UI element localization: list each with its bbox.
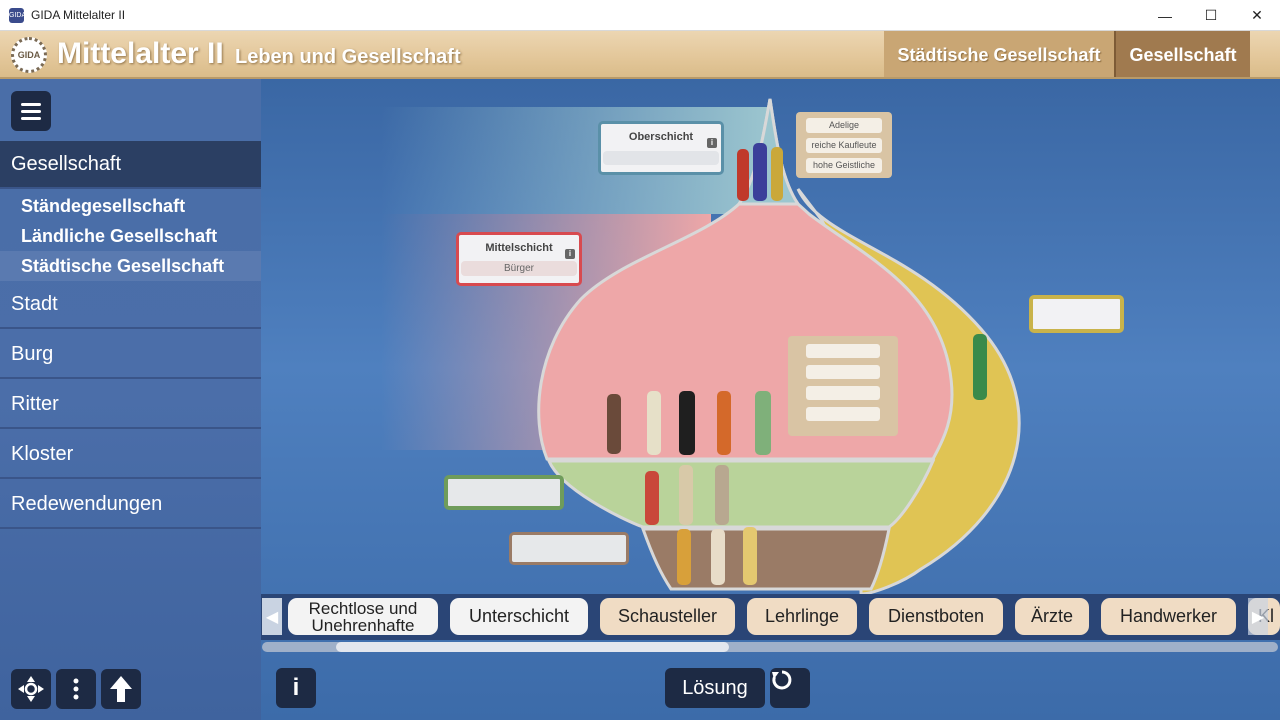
sidebar-item-kloster[interactable]: Kloster: [0, 431, 261, 479]
menu-bar-icon: [21, 116, 41, 120]
lower-drop-field[interactable]: [444, 475, 564, 510]
outcast-base: [640, 527, 891, 591]
diagram-stage: Oberschicht i Adelige reiche Kaufleute h…: [261, 79, 1280, 720]
arrow-up-icon-glyph: [110, 676, 132, 702]
middle-class-scroll: [788, 336, 898, 436]
maximize-icon[interactable]: ☐: [1204, 7, 1218, 23]
chip-lehrlinge[interactable]: Lehrlinge: [747, 598, 857, 635]
close-icon[interactable]: ✕: [1251, 7, 1263, 23]
figure-side: [973, 334, 987, 400]
sidebar-item-redewendungen[interactable]: Redewendungen: [0, 481, 261, 529]
sidebar-item-ritter[interactable]: Ritter: [0, 381, 261, 429]
reset-button[interactable]: [770, 668, 810, 708]
tag-reiche-kaufleute: reiche Kaufleute: [806, 138, 882, 153]
move-icon[interactable]: [11, 669, 51, 709]
society-onion-diagram: [381, 98, 1021, 594]
sidebar-subitem-staedtische-gesellschaft[interactable]: Städtische Gesellschaft: [0, 251, 261, 281]
upper-class-drop-slot[interactable]: [603, 151, 719, 165]
chip-scrollbar-track[interactable]: [262, 642, 1278, 652]
hamburger-menu-button[interactable]: [11, 91, 51, 131]
upper-class-label-card: Oberschicht i: [598, 121, 724, 175]
chip-schausteller[interactable]: Schausteller: [600, 598, 735, 635]
menu-bar-icon: [21, 102, 41, 106]
chip-handwerker[interactable]: Handwerker: [1101, 598, 1236, 635]
middle-class-label-card: Mittelschicht i Bürger: [456, 232, 582, 286]
menu-bar-icon: [21, 109, 41, 113]
figures-upper: [737, 143, 783, 201]
info-icon[interactable]: i: [565, 249, 575, 259]
chip-scroll-left-icon[interactable]: ◀: [262, 598, 282, 635]
chip-rechtlose-unehrenhafte[interactable]: Rechtlose und Unehrenhafte: [288, 598, 438, 635]
middle-slot[interactable]: [806, 407, 880, 421]
base-drop-field[interactable]: [509, 532, 629, 565]
tag-adelige: Adelige: [806, 118, 882, 133]
chip-bar: ◀ Rechtlose und Unehrenhafte Unterschich…: [261, 594, 1280, 640]
window-title: GIDA Mittelalter II: [31, 8, 126, 22]
move-icon-glyph: [18, 676, 44, 702]
breadcrumb-gesellschaft[interactable]: Gesellschaft: [1114, 31, 1250, 79]
app-header: GIDA Mittelalter II Leben und Gesellscha…: [0, 31, 1280, 79]
app-title: Mittelalter II: [57, 37, 224, 70]
breadcrumb-staedtische-gesellschaft[interactable]: Städtische Gesellschaft: [884, 31, 1114, 79]
app-subtitle: Leben und Gesellschaft: [235, 46, 461, 68]
arrow-up-icon[interactable]: [101, 669, 141, 709]
sidebar-item-gesellschaft[interactable]: Gesellschaft: [0, 141, 261, 189]
more-icon[interactable]: [56, 669, 96, 709]
minimize-icon[interactable]: —: [1158, 7, 1172, 24]
gida-logo: GIDA: [11, 37, 47, 73]
middle-slot[interactable]: [806, 386, 880, 400]
solution-button[interactable]: Lösung: [665, 668, 765, 708]
side-drop-field[interactable]: [1029, 295, 1124, 333]
figures-middle: [607, 391, 771, 455]
chip-scroll-right-icon[interactable]: ▶: [1248, 598, 1268, 635]
tag-hohe-geistliche: hohe Geistliche: [806, 158, 882, 173]
middle-slot[interactable]: [806, 344, 880, 358]
more-icon-glyph: [73, 678, 79, 700]
sidebar-subitem-laendliche-gesellschaft[interactable]: Ländliche Gesellschaft: [21, 225, 218, 246]
sidebar-item-stadt[interactable]: Stadt: [0, 281, 261, 329]
middle-slot[interactable]: [806, 365, 880, 379]
sidebar-subitem-staendegesellschaft[interactable]: Ständegesellschaft: [21, 195, 186, 216]
upper-class-title: Oberschicht: [628, 131, 694, 143]
reset-icon: [772, 670, 792, 690]
chip-aerzte[interactable]: Ärzte: [1015, 598, 1089, 635]
middle-class-title: Mittelschicht: [485, 242, 553, 254]
middle-class-placed-tag[interactable]: Bürger: [461, 261, 577, 276]
figures-lower: [645, 465, 757, 585]
sidebar-item-burg[interactable]: Burg: [0, 331, 261, 379]
sidebar: Gesellschaft Ständegesellschaft Ländlich…: [0, 79, 261, 720]
lower-class-band: [546, 459, 936, 529]
upper-class-scroll: Adelige reiche Kaufleute hohe Geistliche: [796, 112, 892, 178]
chip-scrollbar-thumb[interactable]: [336, 642, 729, 652]
info-icon[interactable]: i: [707, 138, 717, 148]
info-button[interactable]: i: [276, 668, 316, 708]
app-icon: GIDA: [9, 8, 26, 23]
chip-dienstboten[interactable]: Dienstboten: [869, 598, 1003, 635]
chip-unterschicht[interactable]: Unterschicht: [450, 598, 588, 635]
window-titlebar: GIDA GIDA Mittelalter II — ☐ ✕: [0, 0, 1280, 31]
